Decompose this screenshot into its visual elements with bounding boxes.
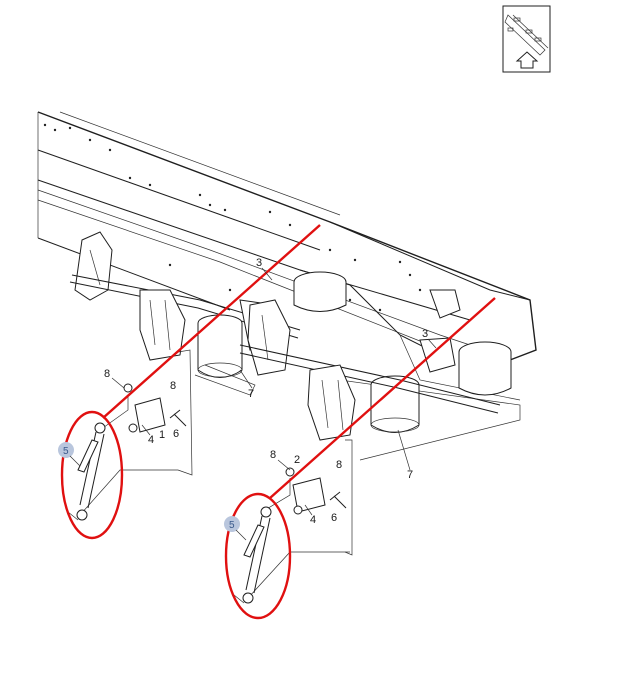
highlight-ring-left xyxy=(60,224,321,540)
vehicle-thumbnail-icon xyxy=(504,14,549,56)
highlight-ring-right xyxy=(224,297,496,620)
callout-3-rear[interactable]: 3 xyxy=(422,328,428,340)
air-spring-far-right xyxy=(458,341,512,396)
callout-6-right[interactable]: 6 xyxy=(331,512,337,524)
air-spring-front xyxy=(194,314,256,396)
air-spring-right xyxy=(370,375,420,433)
callout-7-rear[interactable]: 7 xyxy=(407,469,413,481)
callout-2[interactable]: 2 xyxy=(294,454,300,466)
shock-absorber-left xyxy=(67,422,106,521)
shock-mount-bracket-left xyxy=(123,349,193,476)
callout-4-right[interactable]: 4 xyxy=(310,514,316,526)
air-spring-rear-top xyxy=(293,271,347,312)
callout-8-left-bracket[interactable]: 8 xyxy=(170,380,176,392)
frame-rail-left xyxy=(37,111,537,361)
callout-bubble-5-right[interactable] xyxy=(224,516,240,532)
callout-6-left[interactable]: 6 xyxy=(173,428,179,440)
callout-leaders xyxy=(69,267,437,541)
rear-axle-assembly xyxy=(239,289,501,441)
callout-8-right-bracket[interactable]: 8 xyxy=(336,459,342,471)
shock-mount-bracket-right xyxy=(285,439,353,556)
frame-rivets xyxy=(43,123,422,312)
callout-1[interactable]: 1 xyxy=(159,429,165,441)
callout-8-right-bolt[interactable]: 8 xyxy=(270,449,276,461)
orientation-thumbnail[interactable] xyxy=(502,5,551,73)
callout-8-left-bolt[interactable]: 8 xyxy=(104,368,110,380)
callout-4-left[interactable]: 4 xyxy=(148,434,154,446)
shock-absorber-right xyxy=(233,506,272,604)
callout-bubble-5-left[interactable] xyxy=(58,442,74,458)
direction-arrow-icon xyxy=(515,51,539,69)
callout-5-left[interactable]: 5 xyxy=(63,446,69,457)
callout-3-front[interactable]: 3 xyxy=(256,257,262,269)
callout-7-front[interactable]: 7 xyxy=(248,388,254,400)
callout-5-right[interactable]: 5 xyxy=(229,520,235,531)
